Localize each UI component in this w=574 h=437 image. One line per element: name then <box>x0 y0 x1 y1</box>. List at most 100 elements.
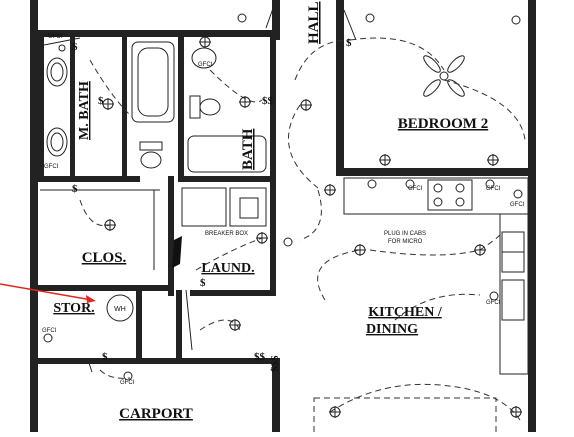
wall-closet-south <box>30 285 170 291</box>
receptacle-icon <box>123 371 133 381</box>
wall-carport-west <box>30 362 38 432</box>
breaker-box <box>172 236 182 268</box>
receptacles <box>43 13 523 381</box>
light-icon <box>102 98 114 110</box>
circuit-carport <box>99 369 131 379</box>
circuit-bedroom-fan <box>349 37 445 71</box>
wall-laundry-east <box>270 176 276 296</box>
wall-closet-east <box>168 176 174 296</box>
light-icon <box>324 184 336 196</box>
laundry-cabinet-left <box>181 187 227 227</box>
room-label-storage: STOR. <box>53 301 94 316</box>
receptacle-icon <box>485 179 495 189</box>
switch-symbol: $ <box>98 95 104 107</box>
room-label-closet: CLOS. <box>82 250 127 266</box>
wall-bedroom2-east <box>528 0 536 175</box>
switch-symbol: $$$ <box>269 355 281 372</box>
room-label-kitchen-line2: DINING <box>366 322 418 337</box>
toilet-bath-tank <box>189 95 201 119</box>
circuit-bath <box>209 69 263 103</box>
switch-symbol: $ <box>72 41 78 53</box>
door-mbath <box>43 37 81 46</box>
tub-master-inner <box>137 47 169 117</box>
light-icon <box>239 96 251 108</box>
receptacle-icon <box>405 179 415 189</box>
light-icon <box>379 154 391 166</box>
wall-bath-east <box>270 36 276 176</box>
circuit-kitchen-mid <box>369 234 501 256</box>
light-icon <box>256 232 268 244</box>
toilet-bowl <box>140 151 162 169</box>
light-icon <box>229 319 241 331</box>
receptacle-icon <box>283 237 293 247</box>
circuit-mbath <box>89 59 131 116</box>
sink-mbath-upper <box>46 57 68 87</box>
sink-mbath-lower <box>46 127 68 157</box>
receptacle-icon <box>367 179 377 189</box>
circuit-kitchen-west <box>317 249 361 301</box>
circuit-kitchen-center <box>394 293 481 321</box>
room-label-laundry: LAUND. <box>201 261 254 276</box>
light-icon <box>104 219 116 231</box>
room-label-hall: HALL <box>306 1 322 44</box>
door-storage <box>87 359 93 373</box>
laundry-sink <box>239 197 259 219</box>
toilet-tank <box>139 141 163 151</box>
light-icon <box>510 406 522 418</box>
room-label-bath: BATH <box>240 128 256 170</box>
note-gfci: GFCI <box>48 34 63 40</box>
note-breaker-box: BREAKER BOX <box>205 231 248 237</box>
note-plug-line1: PLUG IN CABS <box>384 231 426 237</box>
note-gfci: GFCI <box>486 186 501 192</box>
circuit-dining <box>329 383 521 421</box>
range-burner-4 <box>455 197 465 207</box>
kitchen-counter-east <box>499 213 529 375</box>
door-laundry <box>185 289 193 351</box>
wall-closet-north <box>30 176 140 182</box>
wall-north-baths <box>30 30 280 37</box>
light-icon <box>354 244 366 256</box>
wall-east <box>528 168 536 432</box>
walls <box>30 0 536 432</box>
wall-bedroom2-west <box>336 0 344 175</box>
receptacle-icon <box>237 13 247 23</box>
note-gfci: GFCI <box>486 300 501 306</box>
wall-storage-south <box>30 358 200 364</box>
receptacle-icon <box>365 13 375 23</box>
light-icon <box>474 244 486 256</box>
tub-master <box>131 41 175 123</box>
sink-mbath-lower-bowl <box>50 132 64 152</box>
wall-bath-divider <box>178 36 184 176</box>
light-icon <box>329 406 341 418</box>
light-icon <box>300 99 312 111</box>
note-gfci: GFCI <box>198 62 213 68</box>
note-water-heater: WH <box>114 306 126 313</box>
switch-symbol: $ <box>72 183 78 195</box>
range <box>427 179 473 211</box>
pointer-arrow <box>0 283 96 303</box>
receptacle-icon <box>489 291 499 301</box>
circuit-hall-low <box>299 189 322 241</box>
light-icon <box>487 154 499 166</box>
wall-bedroom2-south <box>336 168 536 176</box>
water-heater <box>106 294 134 322</box>
receptacle-icon <box>511 15 521 25</box>
circuit-hall-mid <box>287 104 319 189</box>
wall-laundry-north <box>178 176 276 182</box>
dishwasher <box>501 279 525 321</box>
circuit-bedroom-east <box>443 79 526 141</box>
wall-tub-west <box>122 36 127 176</box>
ceiling-fan-icon <box>423 55 465 97</box>
switch-symbol: $ <box>200 277 206 289</box>
circuit-runs <box>79 37 526 437</box>
switch-symbol: $$ <box>262 95 274 107</box>
note-gfci: GFCI <box>120 380 135 386</box>
door-bedroom2 <box>343 9 357 41</box>
wall-carport-east <box>272 362 280 432</box>
note-gfci: GFCI <box>44 164 59 170</box>
switch-symbol: $ <box>102 351 108 363</box>
receptacle-icon <box>58 44 66 52</box>
range-burner-1 <box>433 183 443 193</box>
note-gfci: GFCI <box>510 202 525 208</box>
receptacle-icon <box>513 189 523 199</box>
